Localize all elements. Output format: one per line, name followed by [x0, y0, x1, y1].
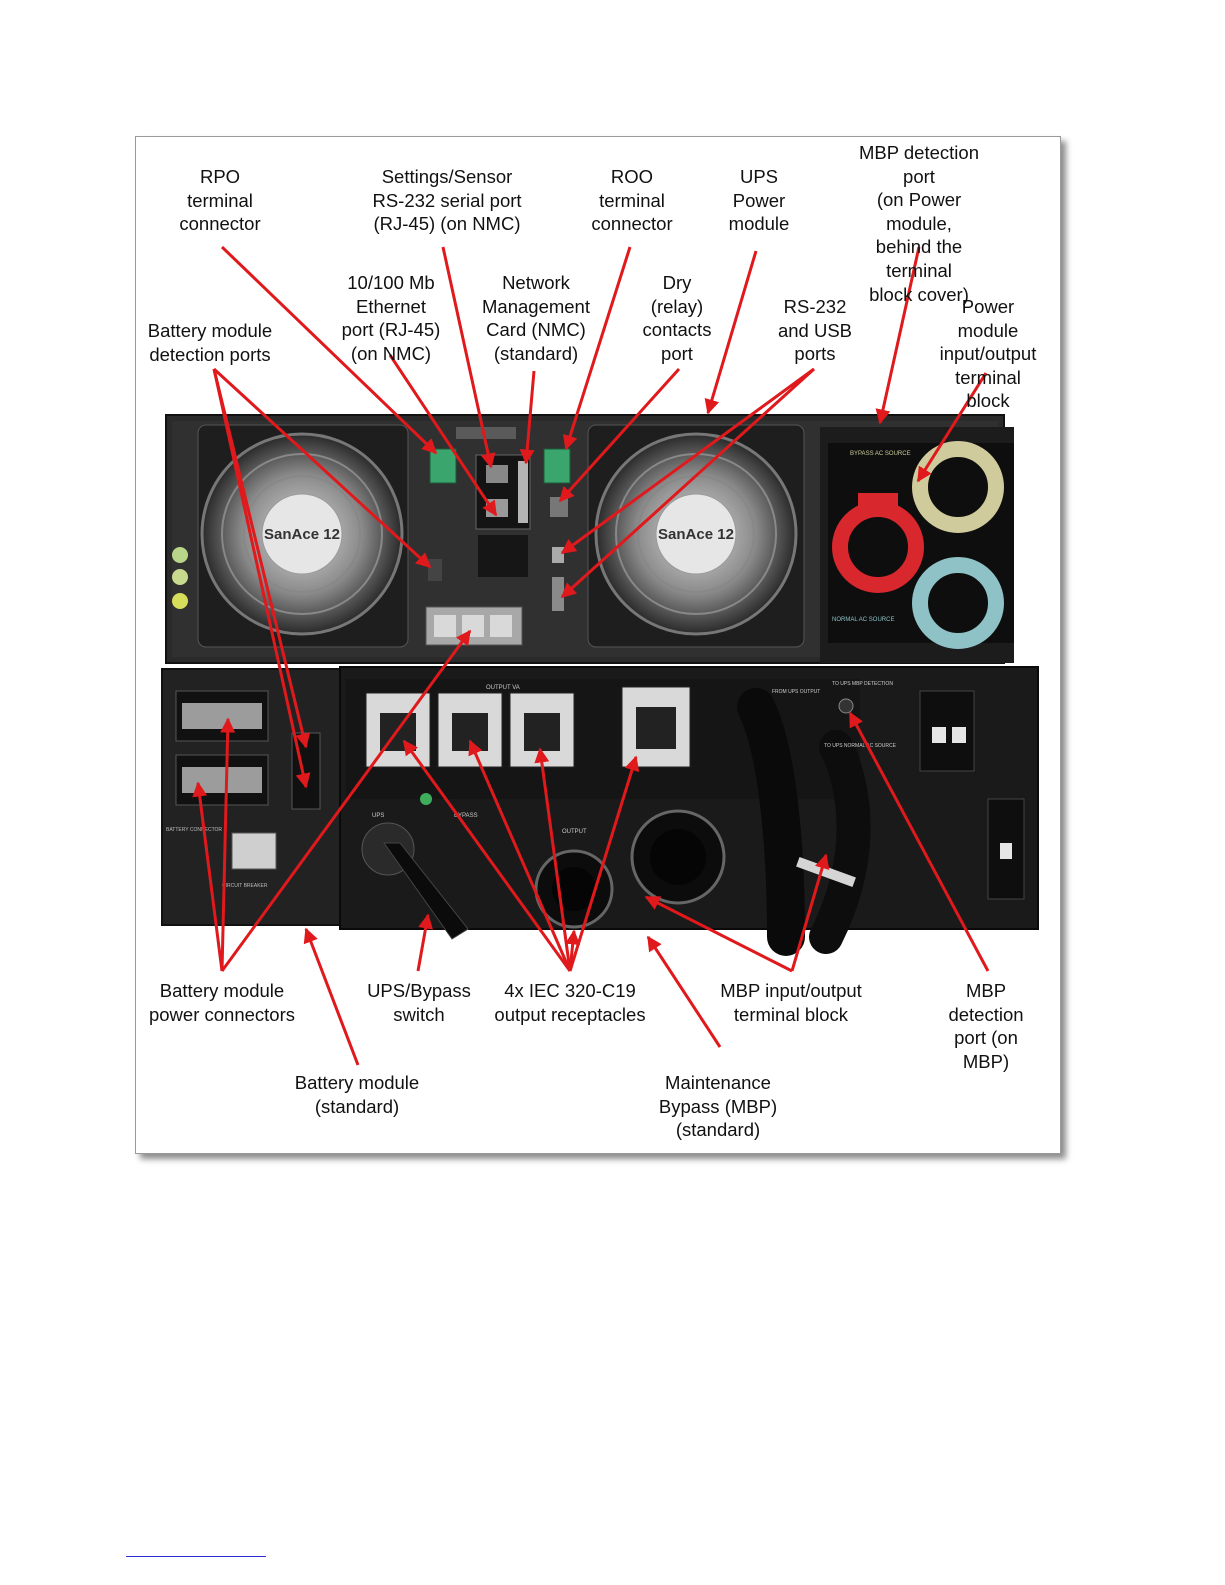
mbp-cable — [809, 730, 871, 954]
svg-text:SanAce 12: SanAce 12 — [264, 526, 340, 543]
label-dry-contacts-port: Dry (relay) contacts port — [642, 272, 712, 364]
label-settings-sensor-port: Settings/Sensor RS-232 serial port (RJ-4… — [372, 166, 522, 235]
label-ups-bypass-switch: UPS/Bypass switch — [367, 980, 471, 1025]
left-fan-icon: SanAce 12 — [197, 424, 409, 648]
mbp-cable — [737, 688, 805, 956]
rs232-port-icon — [552, 547, 564, 563]
label-power-module-terminal-block: Power module input/output terminal block — [939, 296, 1037, 412]
circuit-breaker-icon — [231, 832, 277, 870]
status-led-icon — [172, 569, 188, 585]
svg-text:BATTERY CONNECTOR: BATTERY CONNECTOR — [166, 827, 222, 833]
mbp-detection-port-icon — [838, 698, 854, 714]
battery-power-connector-icon — [182, 703, 262, 729]
label-ethernet-port: 10/100 Mb Ethernet port (RJ-45) (on NMC) — [341, 272, 441, 364]
label-iec-output-receptacles: 4x IEC 320-C19 output receptacles — [494, 980, 646, 1025]
svg-text:OUTPUT VA: OUTPUT VA — [486, 685, 520, 691]
label-ups-power-module: UPS Power module — [728, 166, 790, 235]
label-mbp-terminal-block: MBP input/output terminal block — [720, 980, 862, 1025]
rpo-terminal-connector — [429, 448, 457, 484]
power-module-terminal-block: BYPASS AC SOURCE NORMAL AC SOURCE — [820, 427, 1014, 663]
svg-text:NORMAL AC SOURCE: NORMAL AC SOURCE — [832, 617, 894, 623]
pointer-arrows — [192, 245, 990, 1066]
battery-detection-port-icon — [428, 559, 442, 581]
label-network-management-card: Network Management Card (NMC) (standard) — [482, 272, 590, 364]
svg-text:BYPASS AC SOURCE: BYPASS AC SOURCE — [850, 451, 911, 457]
ups-power-module: SanAce 12 — [165, 414, 1014, 664]
svg-text:TO UPS MBP DETECTION: TO UPS MBP DETECTION — [832, 681, 893, 687]
roo-terminal-connector — [543, 448, 571, 484]
label-battery-detection-ports: Battery module detection ports — [147, 320, 273, 365]
svg-text:OUTPUT: OUTPUT — [562, 829, 587, 835]
battery-module: BATTERY CONNECTOR CIRCUIT BREAKER — [161, 668, 341, 926]
ups-bypass-input-switch[interactable] — [987, 798, 1025, 900]
label-mbp-detection-port-mbp: MBP detection port (on MBP) — [948, 980, 1024, 1072]
footer-link-underline[interactable] — [126, 1556, 266, 1557]
ups-bypass-switch-handle[interactable] — [383, 842, 469, 940]
label-battery-module: Battery module (standard) — [294, 1072, 420, 1117]
label-rpo-terminal-connector: RPO terminal connector — [179, 166, 261, 235]
status-led-icon — [172, 593, 188, 609]
label-mbp-detection-port-power-module: MBP detection port (on Power module, beh… — [859, 142, 979, 305]
svg-text:SanAce 12: SanAce 12 — [658, 526, 734, 543]
usb-port-icon — [552, 577, 564, 611]
label-roo-terminal-connector: ROO terminal connector — [591, 166, 673, 235]
figure-frame: SanAce 12 — [135, 136, 1061, 1154]
maintenance-bypass-panel: OUTPUT VA UPS BYPASS OUTPUT FROM UPS OUT… — [339, 666, 1039, 956]
svg-text:TO UPS NORMAL AC SOURCE: TO UPS NORMAL AC SOURCE — [824, 743, 897, 749]
ups-rear-panel-diagram: SanAce 12 — [161, 245, 1039, 1066]
output-terminal-ring-icon — [912, 441, 1004, 533]
status-led-icon — [172, 547, 188, 563]
battery-power-connector-icon — [182, 767, 262, 793]
normal-terminal-ring-icon — [912, 557, 1004, 649]
label-maintenance-bypass: Maintenance Bypass (MBP) (standard) — [658, 1072, 778, 1141]
status-led-icon — [420, 793, 432, 805]
svg-text:UPS: UPS — [372, 813, 384, 819]
serial-port-icon — [486, 465, 508, 483]
right-fan-icon: SanAce 12 — [587, 424, 805, 648]
svg-text:FROM UPS OUTPUT: FROM UPS OUTPUT — [772, 689, 820, 695]
svg-text:CIRCUIT BREAKER: CIRCUIT BREAKER — [222, 883, 268, 889]
svg-text:BYPASS: BYPASS — [454, 813, 478, 819]
label-rs232-usb-ports: RS-232 and USB ports — [777, 296, 853, 365]
label-battery-power-connectors: Battery module power connectors — [148, 980, 296, 1025]
